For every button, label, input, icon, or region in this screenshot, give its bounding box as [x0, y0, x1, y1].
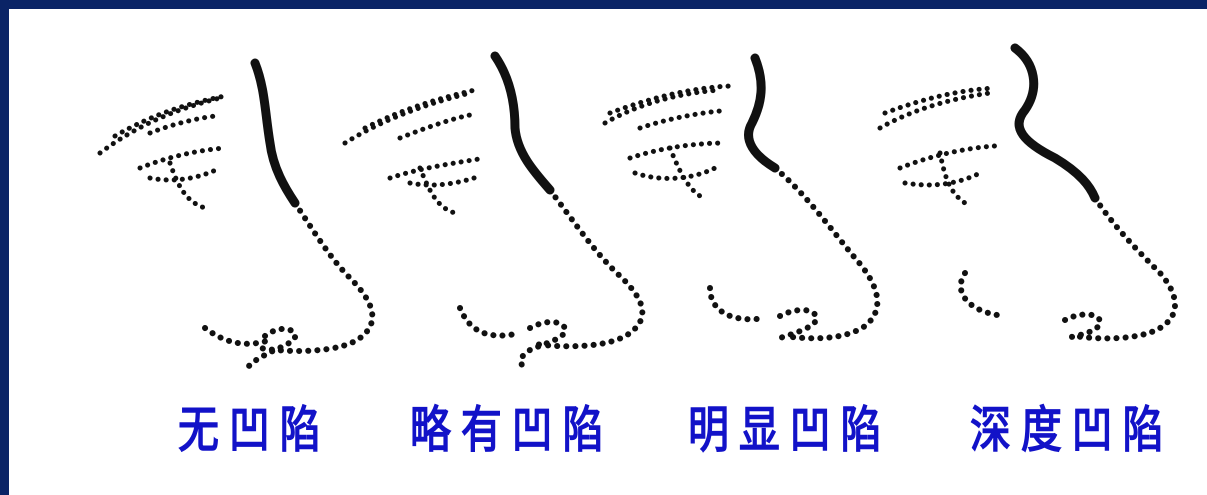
profile-no-depression: [97, 58, 376, 376]
caption-obvious-depression: 明显凹陷: [688, 401, 892, 459]
caption-no-depression: 无凹陷: [178, 401, 331, 459]
slide-border-top: [0, 0, 1207, 9]
nose-profile-illustration: .brow { fill: none; stroke: #111; stroke…: [60, 18, 1200, 388]
caption-deep-depression: 深度凹陷: [970, 401, 1174, 459]
slide-border-left: [0, 0, 9, 495]
profile-slight-depression: [342, 51, 646, 371]
profile-obvious-depression: [602, 53, 881, 342]
caption-slight-depression: 略有凹陷: [410, 401, 614, 459]
nose-profile-svg: .brow { fill: none; stroke: #111; stroke…: [97, 43, 1178, 376]
caption-row: 无凹陷 略有凹陷 明显凹陷 深度凹陷: [0, 405, 1207, 485]
profile-deep-depression: [877, 43, 1178, 342]
